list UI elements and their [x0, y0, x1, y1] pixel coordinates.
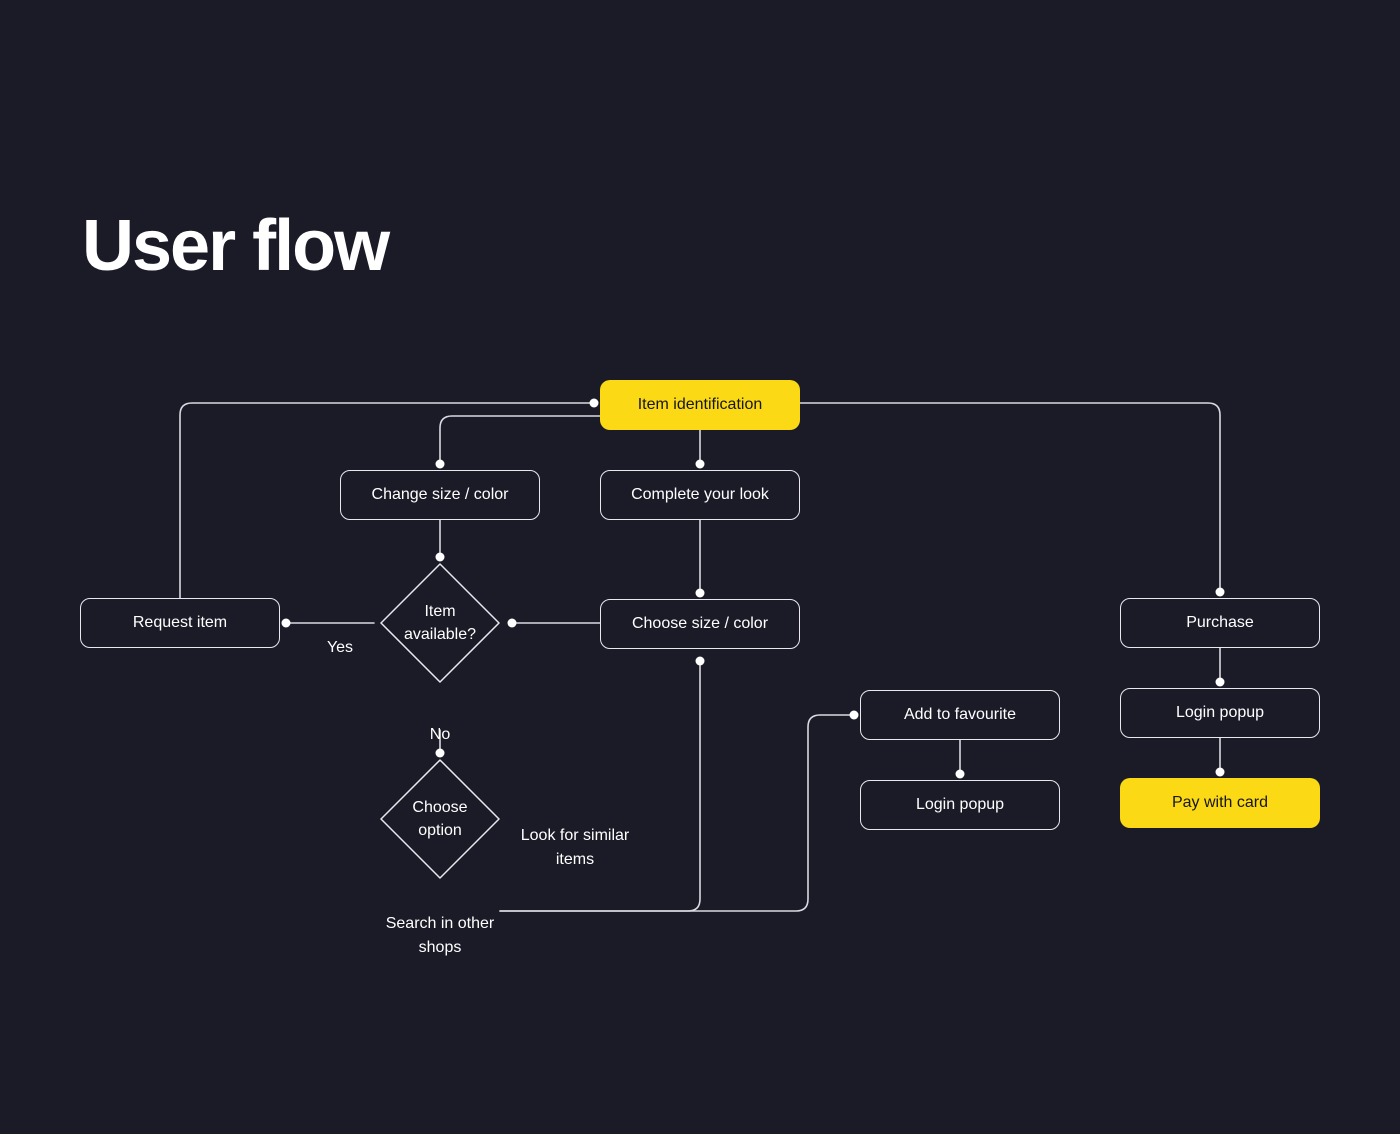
dot-add-to-favourite-left: [849, 710, 859, 720]
decision-choose-option[interactable]: Choose option: [378, 757, 502, 881]
node-label: Choose size / color: [631, 615, 769, 632]
node-add-to-favourite[interactable]: Add to favourite: [860, 690, 1060, 740]
dot-purchase-top: [1215, 587, 1225, 597]
edge-option-to-favourite: [499, 714, 855, 912]
dot-complete-your-look-top: [695, 459, 705, 469]
node-login-popup-mid[interactable]: Login popup: [860, 780, 1060, 830]
node-label: Login popup: [1175, 704, 1265, 721]
decision-label: Choose option: [412, 798, 468, 839]
node-pay-with-card[interactable]: Pay with card: [1120, 778, 1320, 828]
edge-item-to-change: [439, 415, 601, 465]
decision-item-available[interactable]: Item available?: [378, 561, 502, 685]
diamond-shape: [380, 563, 500, 683]
dot-item-identification-left: [589, 398, 599, 408]
dot-item-available-top: [435, 552, 445, 562]
node-label: Change size / color: [371, 486, 509, 503]
node-request-item[interactable]: Request item: [80, 598, 280, 648]
node-login-popup-right[interactable]: Login popup: [1120, 688, 1320, 738]
edge-label-search-in-other-shops: Search in other shops: [385, 915, 495, 956]
dot-choose-option-top: [435, 748, 445, 758]
node-purchase[interactable]: Purchase: [1120, 598, 1320, 648]
node-label: Request item: [132, 614, 228, 631]
node-change-size-color[interactable]: Change size / color: [340, 470, 540, 520]
dot-pay-with-card-top: [1215, 767, 1225, 777]
node-complete-your-look[interactable]: Complete your look: [600, 470, 800, 520]
dot-request-item-right: [281, 618, 291, 628]
edge-request-to-item: [179, 402, 595, 599]
node-choose-size-color[interactable]: Choose size / color: [600, 599, 800, 649]
edge-endpoint-dots: [281, 398, 1225, 779]
edge-option-to-choosesize: [499, 660, 701, 912]
edge-label-no: No: [429, 726, 451, 743]
edge-label-yes: Yes: [326, 639, 354, 656]
dot-change-size-color-top: [435, 459, 445, 469]
node-label: Item identification: [637, 396, 763, 413]
node-label: Pay with card: [1171, 794, 1269, 811]
page-title: User flow: [82, 206, 390, 286]
dot-login-popup-mid-top: [955, 769, 965, 779]
node-label: Add to favourite: [903, 706, 1017, 723]
node-label: Login popup: [915, 796, 1005, 813]
node-item-identification[interactable]: Item identification: [600, 380, 800, 430]
dot-choose-size-color-bottom: [695, 656, 705, 666]
edge-label-look-for-similar-items: Look for similar items: [520, 827, 630, 868]
dot-login-popup-right-top: [1215, 677, 1225, 687]
decision-label: Item available?: [403, 602, 477, 643]
edge-item-to-purchase: [799, 402, 1221, 593]
diamond-shape: [380, 759, 500, 879]
node-label: Purchase: [1186, 614, 1254, 631]
dot-choose-size-color-top: [695, 588, 705, 598]
node-label: Complete your look: [631, 486, 769, 503]
dot-item-available-right: [507, 618, 517, 628]
